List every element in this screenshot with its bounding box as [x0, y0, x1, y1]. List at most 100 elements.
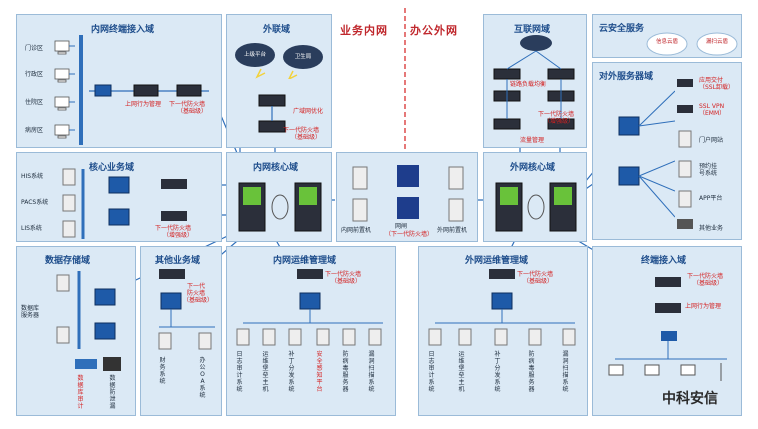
fw-label: 下一代 [187, 283, 206, 290]
zone-external-ops: 外网运维管理域 下一代防火墙 （基础级） 日志审计系统 运维堡垒主机 补丁分发系… [418, 246, 588, 416]
zone-title: 内网核心域 [253, 163, 299, 173]
fw-level-label: （基础级） [331, 278, 362, 285]
front-host-label: 内网前置机 [341, 227, 372, 234]
srv-label: 预约挂 [699, 163, 718, 170]
system-label: 补丁分发系统 [288, 351, 295, 393]
ext-devices [258, 94, 286, 133]
zone-title: 终端接入域 [641, 256, 687, 266]
srv-label: 应用交付 [699, 77, 724, 84]
system-label: 日志审计系统 [236, 351, 243, 393]
srv-label: SSL VPN [699, 103, 725, 110]
fw-level-label: （基础级） [693, 280, 724, 287]
cloud-shield-label: 信息云盾 [655, 39, 678, 45]
terminal-devices [608, 277, 727, 381]
header-intranet: 业务内网 [340, 24, 388, 37]
system-label: 财务系统 [159, 357, 166, 385]
zone-title: 内网终端接入域 [91, 25, 155, 35]
zone-title: 云安全服务 [599, 24, 645, 34]
fw-level-label: （增强级） [544, 118, 575, 125]
zone-title: 其他业务域 [155, 256, 201, 266]
system-label: 漏洞扫描系统 [368, 351, 375, 393]
lb-label: 链路负载均衡 [510, 81, 547, 88]
db-server-label: 数据库 [21, 305, 40, 312]
traffic-label: 流量管理 [520, 137, 545, 144]
fw-level-label: （基础级） [177, 108, 208, 115]
system-label: LIS系统 [21, 225, 42, 232]
fw-label: 下一代防火墙 [687, 273, 724, 280]
behavior-mgmt-label: 上网行为管理 [125, 101, 162, 108]
gap-fw-label: （下一代防火墙） [385, 231, 434, 238]
cloud-label: 卫生局 [294, 54, 312, 60]
cloud-shield-icons [646, 32, 738, 56]
system-label: 防病毒服务器 [342, 351, 349, 393]
gate-devices [352, 165, 464, 222]
cloud-shield-label: 漏扫云盾 [705, 39, 728, 45]
core-switches [495, 182, 577, 232]
zone-external-link: 外联域 上级平台 卫生局 广域网优化 下一代防火墙 （基础级） [226, 14, 332, 148]
zone-title: 外网核心域 [510, 163, 556, 173]
system-label: 运维堡垒主机 [458, 351, 465, 393]
fw-level-label: （增强级） [163, 232, 194, 239]
zone-title: 数据存储域 [45, 256, 91, 266]
fw-level-label: （基础级） [291, 134, 322, 141]
zone-data-storage: 数据存储域 数据库 服务器 数据库审计 数据防泄漏 [16, 246, 136, 416]
watermark: 中科安信 [662, 391, 718, 407]
system-label: 办公OA系统 [199, 357, 206, 399]
dept-label: 住院区 [25, 99, 44, 106]
zone-internet: 互联网域 链路负载均衡 流量管理 下一代防火墙 （增强级） [483, 14, 587, 148]
fw-label: 下一代防火墙 [325, 271, 362, 278]
fw-label: 下一代防火墙 [169, 101, 206, 108]
system-label: PACS系统 [21, 199, 49, 206]
core-switches [238, 182, 322, 232]
zone-core-business: 核心业务域 HIS系统 PACS系统 LIS系统 下一代防火墙 （增强级） [16, 152, 222, 242]
in-ops-devices [236, 269, 383, 346]
fw-label: 下一代防火墙 [155, 225, 192, 232]
system-label: 防病毒服务器 [528, 351, 535, 393]
pc-icons [54, 40, 75, 139]
access-bus [79, 35, 83, 145]
out-ops-devices [428, 269, 576, 346]
wan-opt-label: 广域网优化 [293, 108, 324, 115]
header-extranet: 办公外网 [410, 24, 458, 37]
zone-gatekeeper: 内网前置机 网闸 （下一代防火墙） 外网前置机 [336, 152, 478, 242]
fw-label: 下一代防火墙 [517, 271, 554, 278]
system-label: HIS系统 [21, 173, 44, 180]
zone-title: 核心业务域 [89, 163, 135, 173]
zone-external-core: 外网核心域 [483, 152, 587, 242]
fw-label: 防火墙 [187, 290, 206, 297]
fw-level-label: （基础级） [523, 278, 554, 285]
zone-external-servers: 对外服务器域 应用交付 （SSL卸载） SSL VPN （EMM） 门户网站 预… [592, 62, 742, 240]
zone-title: 外联域 [263, 25, 291, 35]
srv-switches [618, 90, 675, 218]
dept-label: 病房区 [25, 127, 44, 134]
srv-label: 号系统 [699, 170, 718, 177]
behavior-mgmt-label: 上网行为管理 [685, 303, 722, 310]
zone-title: 互联网域 [514, 25, 551, 35]
zone-internal-core: 内网核心域 [226, 152, 332, 242]
dept-label: 门诊区 [25, 45, 44, 52]
dlp-label: 数据防泄漏 [109, 375, 116, 410]
db-audit-label: 数据库审计 [77, 375, 84, 410]
fw-level-label: （基础级） [183, 297, 214, 304]
srv-label: APP平台 [699, 195, 723, 202]
zone-internal-ops: 内网运维管理域 下一代防火墙 （基础级） 日志审计系统 运维堡垒主机 补丁分发系… [226, 246, 396, 416]
storage-devices [56, 271, 121, 371]
other-devices [158, 269, 215, 350]
fw-label: 下一代防火墙 [538, 111, 575, 118]
cloud-icons [235, 43, 323, 79]
srv-label: 其他业务 [699, 225, 724, 232]
system-label: 漏洞扫描系统 [562, 351, 569, 393]
system-label: 补丁分发系统 [494, 351, 501, 393]
zone-title: 外网运维管理域 [465, 256, 529, 266]
access-chain [89, 84, 209, 97]
zone-title: 内网运维管理域 [273, 256, 337, 266]
gap-label: 网闸 [395, 223, 408, 230]
zone-title: 对外服务器域 [599, 72, 654, 82]
zone-cloud-security: 云安全服务 信息云盾 漏扫云盾 [592, 14, 742, 58]
system-label: 日志审计系统 [428, 351, 435, 393]
zone-terminal-access-internal: 内网终端接入域 门诊区 行政区 住院区 病房区 上网行为管理 下一代防火墙 （基… [16, 14, 222, 148]
zone-terminal-access: 终端接入域 下一代防火墙 （基础级） 上网行为管理 [592, 246, 742, 416]
db-server-label: 服务器 [21, 312, 40, 319]
srv-label: （EMM） [699, 110, 726, 117]
